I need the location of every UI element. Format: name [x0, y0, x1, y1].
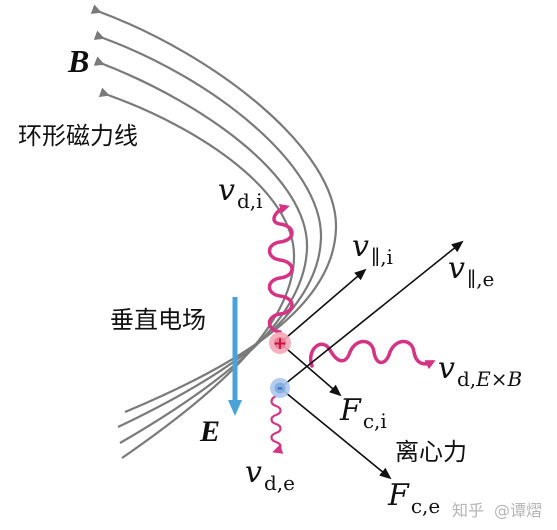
magnetic-field-lines: [90, 4, 338, 459]
field-line-1: [90, 4, 338, 414]
electron-centrifugal-force-vector: [279, 387, 392, 480]
vertical-electric-field-label: 垂直电场: [110, 306, 206, 334]
ion-drift-helix: [267, 203, 294, 334]
electric-field-symbol: E: [199, 415, 220, 448]
ion-particle: +: [269, 332, 291, 354]
toroidal-field-lines-label: 环形磁力线: [18, 122, 138, 150]
electron-drift-helix: [270, 394, 284, 454]
electron-parallel-velocity-vector: [279, 240, 464, 389]
field-line-3: [93, 56, 309, 444]
watermark: 知乎 @谭熠: [452, 501, 542, 520]
centrifugal-force-label: 离心力: [395, 438, 467, 466]
ion-parallel-velocity-vector: [279, 268, 367, 344]
electron-parallel-velocity-label: v∥,e: [448, 251, 494, 291]
magnetic-field-symbol: B: [67, 43, 89, 79]
watermark-site: 知乎: [452, 501, 484, 520]
ion-parallel-velocity-label: v∥,i: [352, 229, 393, 269]
ion-sign: +: [273, 334, 287, 354]
field-line-2: [93, 30, 323, 428]
exb-drift-helix: [308, 339, 436, 370]
watermark-author: @谭熠: [494, 501, 542, 520]
ion-centrifugal-force-vector: [279, 342, 342, 397]
electron-particle: -: [270, 378, 290, 398]
electron-sign: -: [277, 379, 283, 397]
field-line-4: [98, 87, 296, 459]
